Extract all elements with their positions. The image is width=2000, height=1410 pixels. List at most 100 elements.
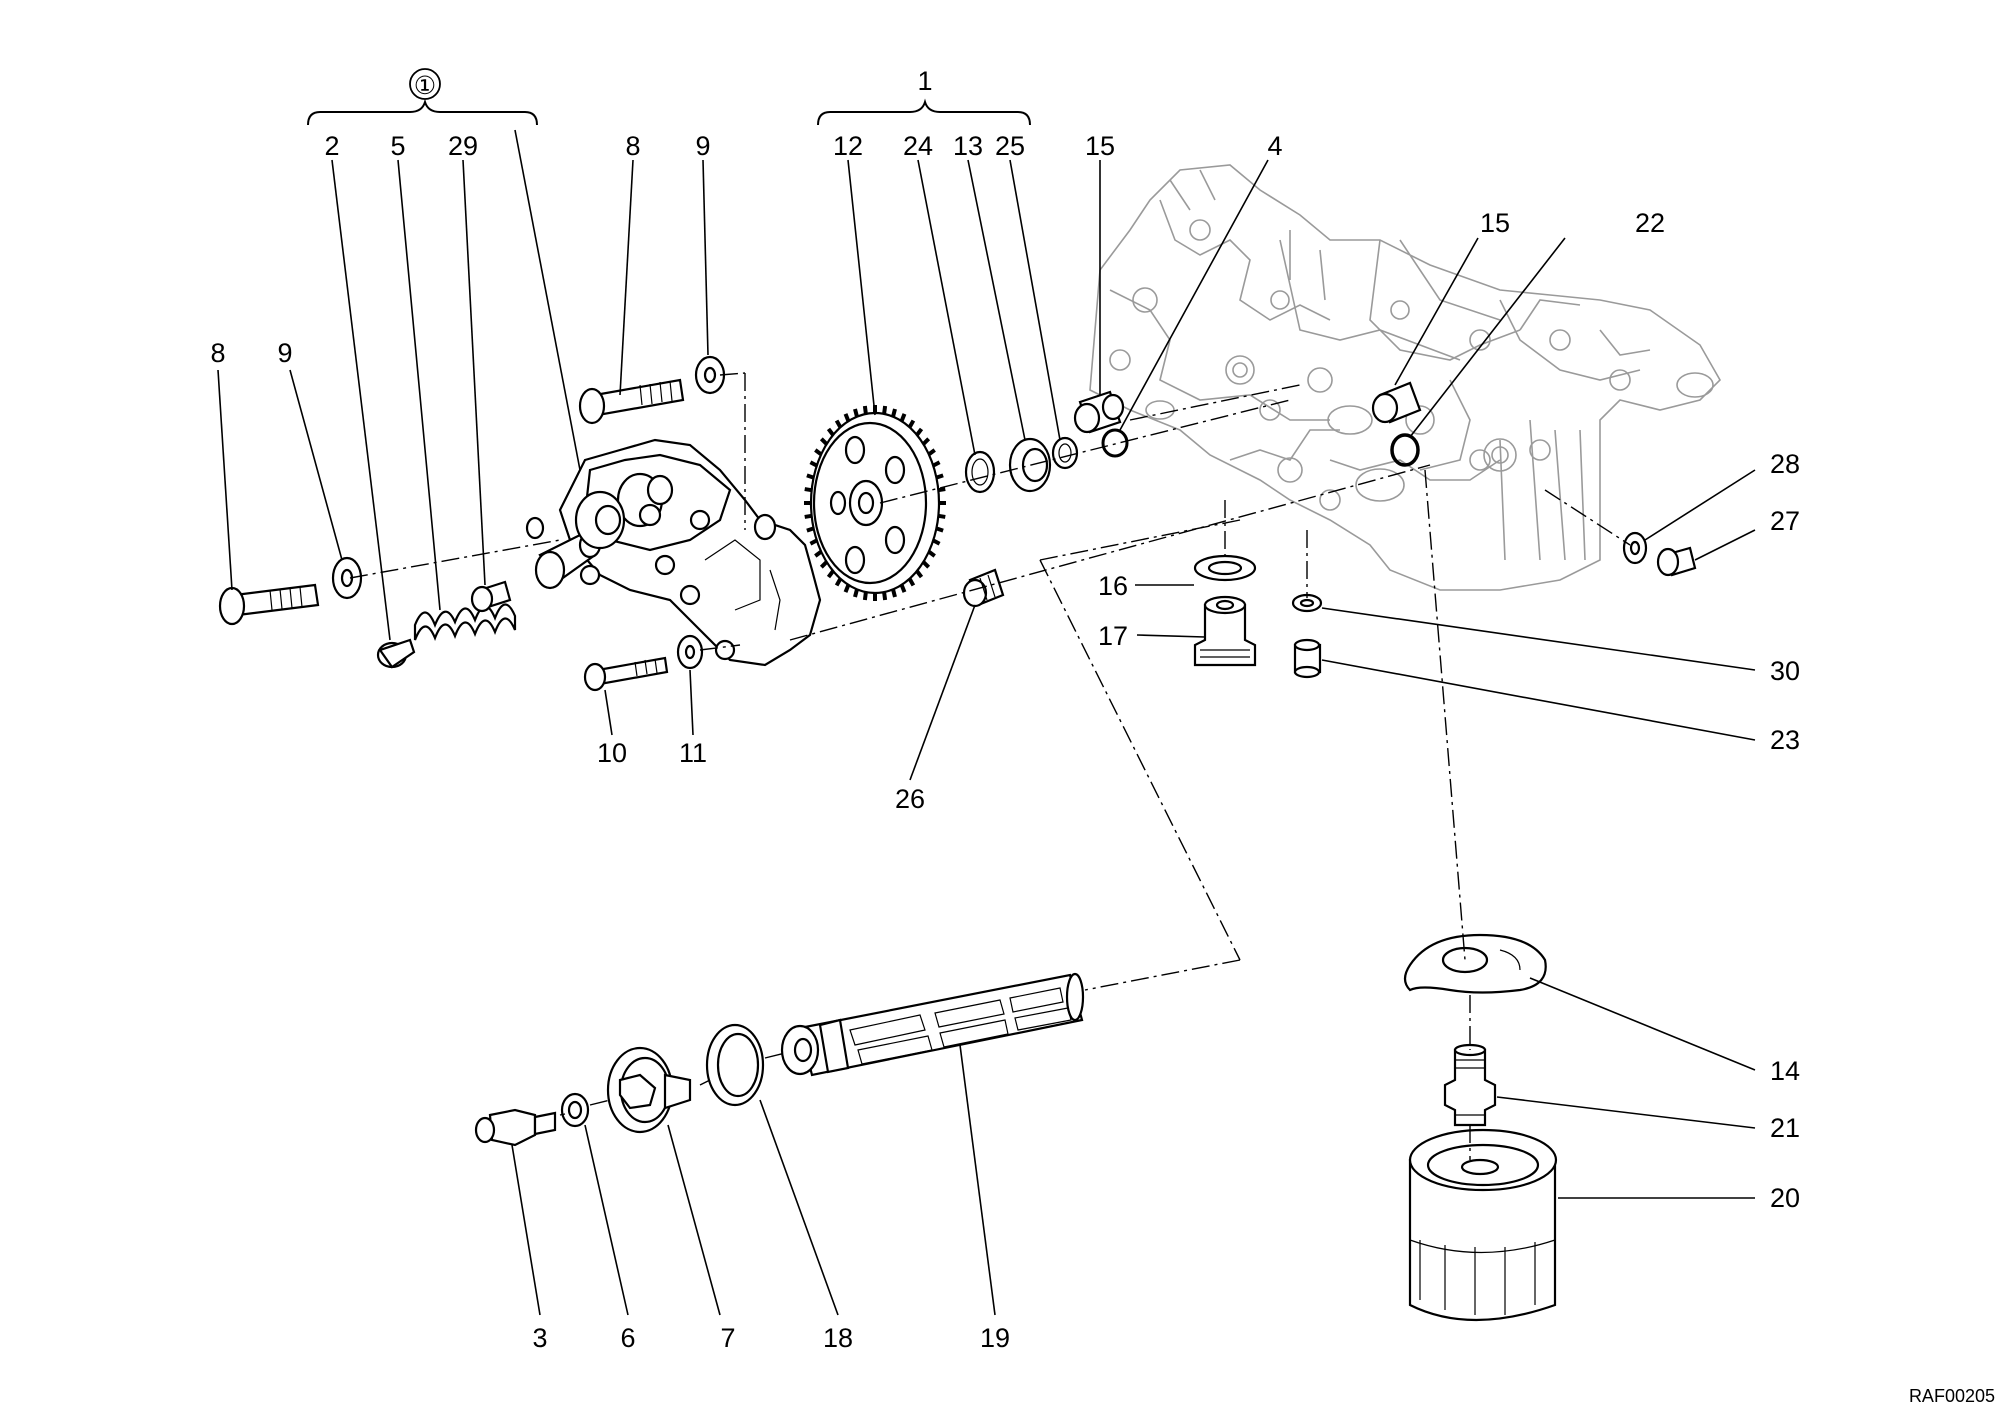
gear-tooth	[853, 408, 859, 418]
part-label: 5	[390, 131, 405, 161]
washer-6	[560, 1092, 590, 1128]
oil-pump-body	[525, 438, 822, 667]
gear-tooth	[882, 405, 888, 415]
nipple-21	[1443, 1043, 1497, 1127]
circlip-24	[964, 450, 996, 494]
part-number-labels: ① 1 2 5 29 8 9 8 9 10 11 12 24 13 25 15 …	[210, 66, 1995, 1406]
gear-tooth	[814, 550, 823, 558]
gear-tooth	[935, 526, 944, 533]
gear-tooth	[899, 413, 907, 422]
part-label: 15	[1480, 208, 1510, 238]
gear-tooth	[809, 460, 818, 468]
o-ring-4	[1101, 428, 1129, 458]
gear-tooth	[915, 427, 924, 437]
part-label: 25	[995, 131, 1025, 161]
spring-5	[413, 603, 517, 641]
bolt-8-upper	[578, 378, 685, 425]
part-label: 2	[324, 131, 339, 161]
part-label: 9	[277, 338, 292, 368]
gear-tooth	[804, 513, 812, 519]
washer-9-left	[331, 556, 363, 600]
plug-23	[1293, 638, 1322, 679]
part-label: 18	[823, 1323, 853, 1353]
drive-gear-12	[804, 405, 946, 601]
plate-14	[1403, 933, 1547, 994]
washer-11	[676, 634, 704, 670]
part-label: 16	[1098, 571, 1128, 601]
kit-bracket-pump	[307, 68, 538, 126]
gear-tooth	[927, 550, 936, 558]
part-label: 9	[695, 131, 710, 161]
leader-lines	[217, 129, 1756, 1316]
part-label: 11	[679, 738, 707, 768]
bolt-3	[474, 1108, 557, 1147]
part-label: 12	[833, 131, 863, 161]
gear-tooth	[938, 513, 946, 519]
part-label: 10	[597, 738, 627, 768]
part-label: 29	[448, 131, 478, 161]
group-label-pump-kit: ①	[414, 72, 436, 100]
drawing-code: RAF00205	[1909, 1386, 1995, 1406]
bushing-15-right	[1371, 381, 1422, 424]
gear-tooth	[891, 408, 897, 418]
gear-tooth	[806, 526, 815, 533]
strainer-19	[780, 972, 1085, 1077]
gear-tooth	[814, 448, 823, 456]
gear-tooth	[819, 437, 829, 446]
bolt-8-left	[218, 583, 320, 626]
washer-28	[1622, 531, 1648, 565]
circlip-25	[1051, 436, 1079, 470]
part-label: 7	[720, 1323, 735, 1353]
gear-tooth	[806, 473, 815, 480]
bolt-10	[583, 656, 669, 692]
washer-9-upper	[694, 355, 726, 395]
part-label: 4	[1267, 131, 1282, 161]
kit-bracket-gear	[817, 98, 1031, 126]
assembly-axis-lines	[349, 372, 1631, 1160]
part-label: 23	[1770, 725, 1800, 755]
gear-tooth	[927, 448, 936, 456]
plug-17	[1193, 595, 1257, 667]
plug-2	[376, 638, 416, 669]
part-label: 27	[1770, 506, 1800, 536]
part-label: 24	[903, 131, 933, 161]
part-label: 8	[210, 338, 225, 368]
part-label: 21	[1770, 1113, 1800, 1143]
part-label: 30	[1770, 656, 1800, 686]
gear-tooth	[891, 588, 897, 598]
gear-tooth	[834, 419, 843, 429]
part-label: 6	[620, 1323, 635, 1353]
gear-tooth	[935, 473, 944, 480]
gear-tooth	[907, 577, 916, 587]
part-label: 14	[1770, 1056, 1800, 1086]
gear-tooth	[938, 487, 946, 493]
part-label: 15	[1085, 131, 1115, 161]
gear-tooth	[834, 577, 843, 587]
washer-16	[1193, 554, 1257, 582]
plug-27	[1656, 546, 1697, 577]
gear-tooth	[915, 569, 924, 579]
part-label: 22	[1635, 208, 1665, 238]
gear-tooth	[809, 538, 818, 546]
gear-tooth	[804, 487, 812, 493]
valve-29	[470, 580, 512, 613]
gear-tooth	[843, 413, 851, 422]
gear-tooth	[843, 584, 851, 593]
gear-tooth	[921, 560, 931, 569]
bushing-15-left	[1073, 390, 1125, 434]
o-ring-18	[705, 1023, 765, 1107]
gear-tooth	[921, 437, 931, 446]
part-label: 19	[980, 1323, 1010, 1353]
engine-crankcase	[1089, 164, 1721, 591]
part-label: 17	[1098, 621, 1128, 651]
part-label: 26	[895, 784, 925, 814]
gear-tooth	[882, 591, 888, 601]
gear-tooth	[907, 419, 916, 429]
cap-7	[606, 1046, 692, 1134]
oil-filter-20	[1408, 1128, 1558, 1322]
part-label: 20	[1770, 1183, 1800, 1213]
part-label: 13	[953, 131, 983, 161]
sleeve-26	[962, 568, 1005, 608]
gear-tooth	[932, 460, 941, 468]
